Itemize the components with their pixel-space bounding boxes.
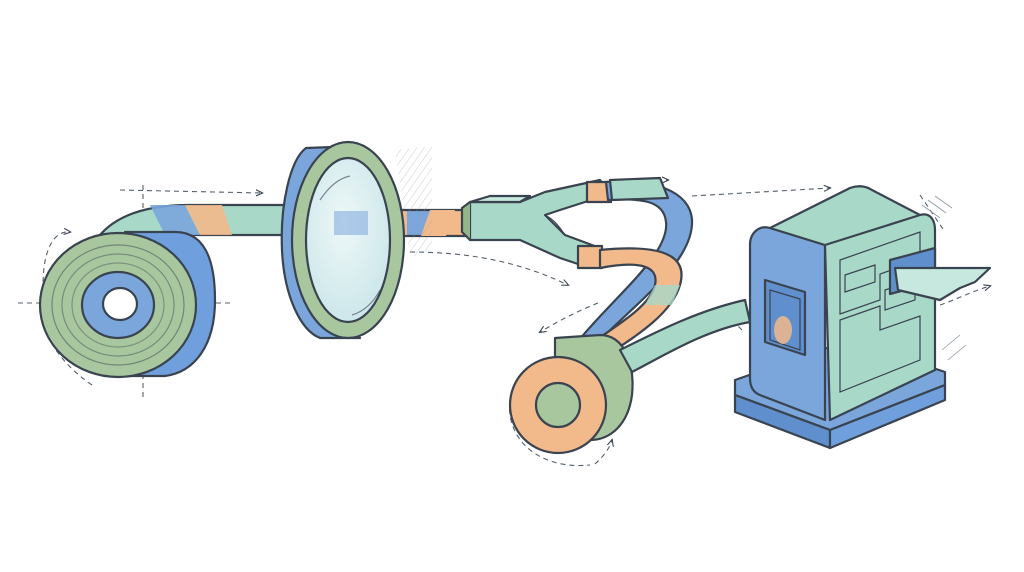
splitter [460,178,613,270]
supply-roll [38,230,217,379]
filter-ring [280,140,432,340]
processor-unit [733,185,992,450]
take-up-roll [508,298,752,455]
